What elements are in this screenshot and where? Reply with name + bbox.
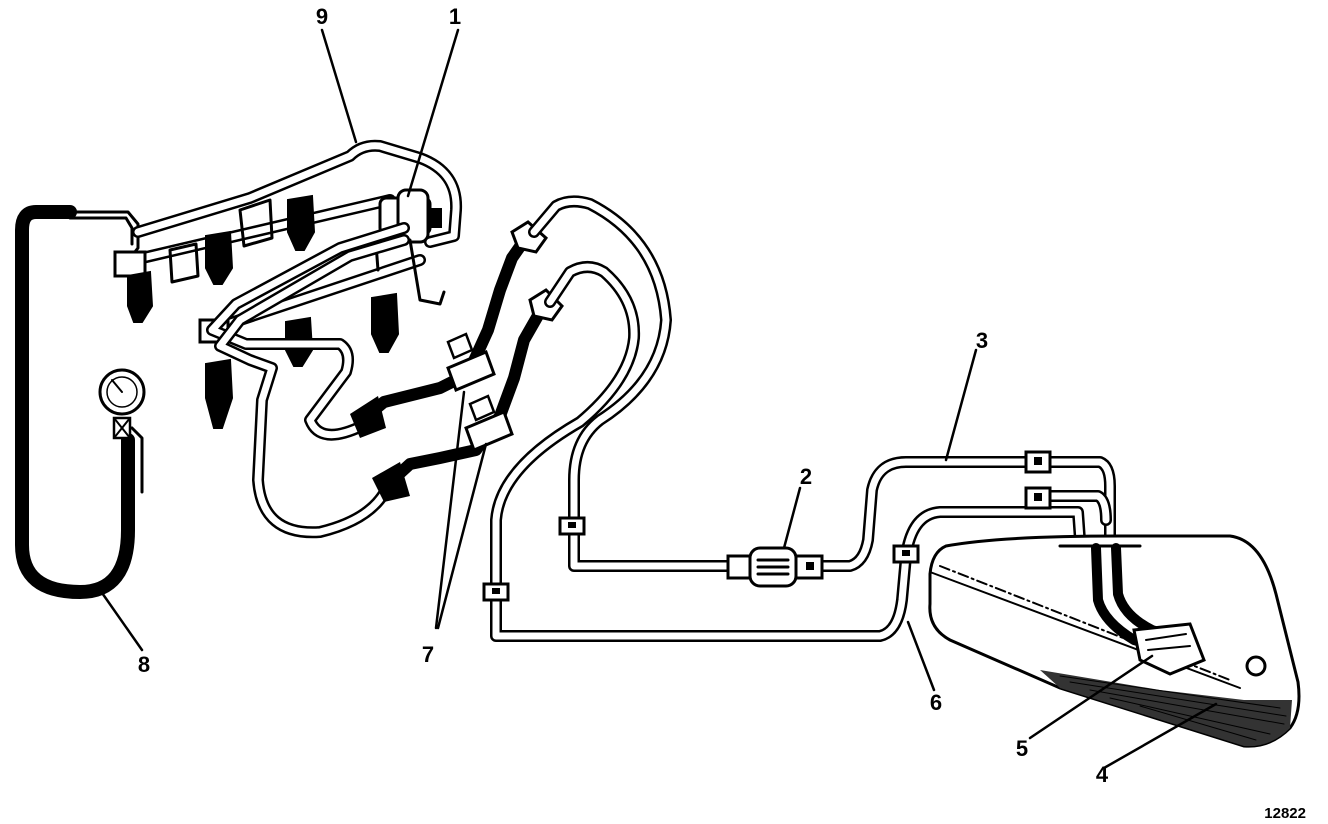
leader-lines bbox=[98, 28, 1218, 770]
leader-7b bbox=[436, 442, 488, 630]
leader-7a bbox=[434, 390, 466, 630]
callout-2: 2 bbox=[800, 464, 812, 489]
leader-1 bbox=[406, 28, 460, 198]
leader-2 bbox=[782, 486, 802, 550]
leader-6 bbox=[906, 620, 936, 692]
injector bbox=[205, 230, 234, 285]
callout-1: 1 bbox=[449, 4, 461, 29]
leader-8 bbox=[98, 588, 144, 652]
callout-9: 9 bbox=[316, 4, 328, 29]
callout-3: 3 bbox=[976, 328, 988, 353]
callout-5: 5 bbox=[1016, 736, 1028, 761]
injector bbox=[371, 292, 400, 353]
injector bbox=[287, 194, 316, 251]
line-clip bbox=[1024, 486, 1052, 510]
line-clip bbox=[482, 582, 510, 602]
fuel-filter bbox=[726, 546, 824, 588]
callout-4: 4 bbox=[1096, 762, 1109, 787]
leader-5 bbox=[1028, 654, 1154, 740]
fuel-feed-line bbox=[528, 195, 746, 572]
callout-7: 7 bbox=[422, 642, 434, 667]
flex-hose-upper bbox=[350, 232, 532, 438]
engine-return-pipe bbox=[214, 234, 410, 539]
engine-feed-pipe bbox=[206, 222, 410, 441]
figure-number: 12822 bbox=[1264, 805, 1306, 822]
fuel-tank-line bbox=[814, 456, 1116, 572]
fuel-pump-sender bbox=[1091, 543, 1206, 676]
line-clip bbox=[892, 544, 920, 564]
fuel-injectors bbox=[127, 194, 400, 429]
line-clip bbox=[1024, 450, 1052, 474]
leader-4 bbox=[1102, 702, 1218, 770]
callout-6: 6 bbox=[930, 690, 942, 715]
quick-connector bbox=[464, 394, 514, 452]
callout-8: 8 bbox=[138, 652, 150, 677]
callout-labels: 1 2 3 4 5 6 7 8 9 bbox=[138, 4, 1109, 787]
pressure-gauge bbox=[98, 368, 146, 494]
leader-9 bbox=[320, 28, 358, 144]
pressure-regulator bbox=[378, 188, 446, 306]
injector bbox=[205, 358, 234, 429]
line-clip bbox=[558, 516, 586, 536]
quick-connector bbox=[446, 332, 496, 392]
leader-3 bbox=[944, 348, 978, 462]
injector bbox=[127, 270, 154, 323]
